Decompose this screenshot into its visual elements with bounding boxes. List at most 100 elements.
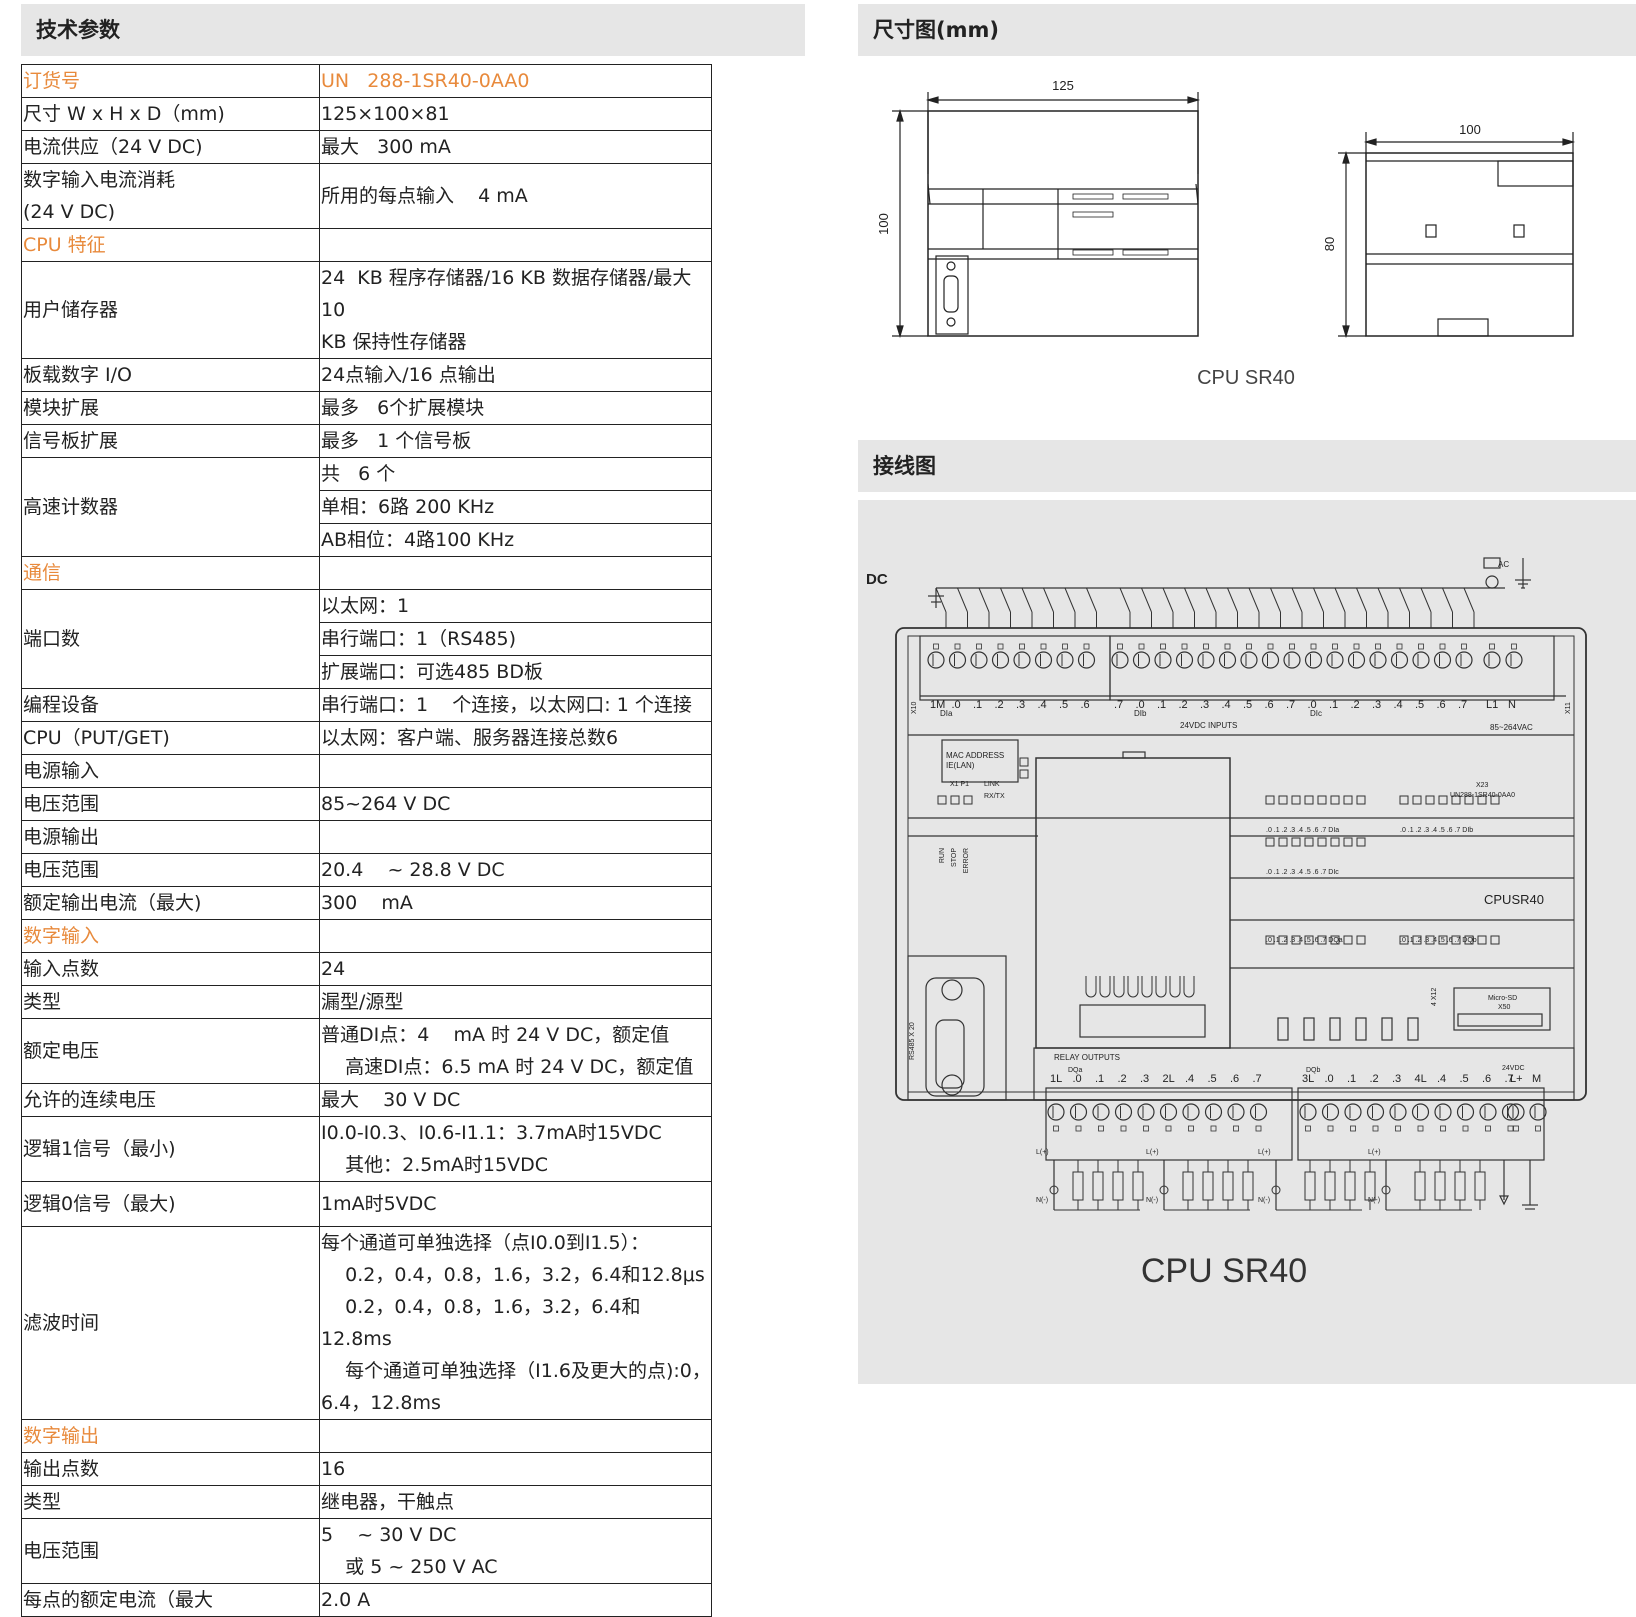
spec-value: I0.0-I0.3、I0.6-I1.1：3.7mA时15VDC 其他：2.5mA… (319, 1116, 712, 1182)
led-dqa (1265, 935, 1275, 945)
spec-row: 数字输出 (21, 1419, 712, 1453)
led-dia (1343, 795, 1353, 805)
spec-value: 普通DI点：4 mA 时 24 V DC，额定值 高速DI点：6.5 mA 时 … (319, 1018, 712, 1084)
spec-row: 允许的连续电压最大 30 V DC (21, 1083, 712, 1117)
nminus-label: N(-) (1036, 1197, 1048, 1204)
load-resistor (1474, 1171, 1486, 1201)
output-terminal-label: 2L (1163, 1073, 1175, 1085)
terminal-square (1461, 643, 1467, 650)
load-resistor (1242, 1171, 1254, 1201)
microsd-label: Micro-SD (1488, 995, 1517, 1002)
input-screw-terminal (1283, 651, 1301, 669)
terminal-square (1289, 643, 1295, 650)
spec-value: 125×100×81 (319, 97, 712, 131)
terminal-square (1535, 1125, 1541, 1132)
output-screw-terminal (1249, 1103, 1268, 1121)
wiring-diagram-svg: 1M.0.1.2.3.4.5.6.7.0.1.2.3.4.5.6.7.0.1.2… (866, 557, 1587, 1290)
spec-value: 最多 6个扩展模块 (319, 391, 712, 425)
led-dqa (1330, 935, 1340, 945)
load-resistor (1364, 1171, 1376, 1201)
led-dic (1291, 837, 1301, 847)
input-terminal-label: .4 (1394, 699, 1403, 711)
input-switch (1248, 587, 1260, 613)
spec-row: 类型漏型/源型 (21, 985, 712, 1019)
spec-key: 端口数 (21, 589, 320, 689)
spec-value: UN 288-1SR40-0AA0 (319, 64, 712, 98)
spec-key: 额定输出电流（最大) (21, 886, 320, 920)
spec-key: 类型 (21, 985, 320, 1019)
terminal-square (933, 643, 939, 650)
spec-value (319, 228, 712, 262)
spec-value: 24点输入/16 点输出 (319, 358, 712, 392)
wiring-diagram: 1M.0.1.2.3.4.5.6.7.0.1.2.3.4.5.6.7.0.1.2… (858, 500, 1636, 1384)
terminal-square (1143, 1125, 1149, 1132)
output-terminal-label: .0 (1325, 1073, 1334, 1085)
spec-value: 共 6 个 (319, 457, 712, 491)
spec-key: 每点的额定电流（最大 (21, 1583, 320, 1617)
input-screw-terminal (991, 651, 1010, 669)
terminal-square (1372, 1125, 1379, 1132)
input-terminal-label: .1 (1157, 699, 1166, 711)
input-terminal-label: 1M (930, 699, 945, 711)
input-screw-terminal (1132, 651, 1151, 669)
input-screw-terminal (1326, 651, 1344, 669)
load-resistor (1344, 1171, 1356, 1201)
ac-label: AC (1498, 560, 1509, 569)
nminus-label: N(-) (1146, 1197, 1158, 1204)
input-screw-terminal (1433, 651, 1452, 669)
spec-value: 以太网：客户端、服务器连接总数6 (319, 721, 712, 755)
output-terminal-label: .2 (1118, 1073, 1127, 1085)
spec-key: 电源输出 (21, 820, 320, 854)
spec-row: CPU（PUT/GET)以太网：客户端、服务器连接总数6 (21, 721, 712, 755)
input-screw-terminal (1412, 651, 1430, 669)
led-dib (1451, 795, 1461, 805)
input-terminal-label: .2 (1179, 699, 1188, 711)
terminal-square (1511, 643, 1517, 650)
input-terminal-label: L1 (1486, 699, 1498, 711)
spec-value: 单相：6路 200 KHz (319, 490, 712, 524)
run-label: RUN (939, 848, 946, 863)
spec-row: 额定电压普通DI点：4 mA 时 24 V DC，额定值 高速DI点：6.5 m… (21, 1018, 712, 1084)
load-resistor (1182, 1171, 1194, 1201)
lplus-label: L(+) (1368, 1149, 1381, 1156)
terminal-square (1053, 1125, 1059, 1132)
input-terminal-label: .0 (1308, 699, 1317, 711)
output-screw-terminal (1344, 1103, 1362, 1121)
spec-row: CPU 特征 (21, 228, 712, 262)
dim-depth-height-label: 80 (1322, 237, 1337, 251)
spec-value: 所用的每点输入 4 mA (319, 163, 712, 229)
spec-row: 单相：6路 200 KHz (22, 490, 712, 524)
link-led (1019, 757, 1029, 767)
input-terminal-label: .6 (1437, 699, 1446, 711)
terminal-square (1062, 643, 1068, 650)
output-screw-terminal (1389, 1103, 1407, 1121)
lplus-label: L(+) (1036, 1149, 1049, 1156)
terminal-square (1098, 1125, 1104, 1132)
spec-key: 用户储存器 (21, 261, 320, 359)
group-dia-label: DIa (940, 709, 953, 718)
output-screw-terminal (1092, 1103, 1110, 1121)
led-dia (1278, 795, 1288, 805)
spec-value: 串行端口：1 个连接，以太网口: 1 个连接 (319, 688, 712, 722)
input-switch (1227, 587, 1238, 613)
input-terminal-label: .1 (1329, 699, 1338, 711)
spec-key: 输入点数 (21, 952, 320, 986)
output-terminal-label: .4 (1185, 1073, 1194, 1085)
terminal-square (1418, 643, 1424, 650)
input-screw-terminal (1483, 651, 1501, 669)
stop-label: STOP (951, 848, 958, 867)
terminal-square (976, 643, 982, 650)
spec-key: 订货号 (21, 64, 320, 98)
output-terminal-label: .7 (1253, 1073, 1262, 1085)
spec-key: 尺寸 W x H x D（mm) (21, 97, 320, 131)
spec-key: 额定电压 (21, 1018, 320, 1084)
output-terminal-label: L+ (1510, 1073, 1523, 1085)
led-dqb (1490, 935, 1500, 945)
terminal-square (1439, 643, 1446, 650)
terminal-square (1210, 1125, 1217, 1132)
input-switch (1000, 587, 1011, 613)
terminal-square (1332, 643, 1338, 650)
output-terminal-label: .1 (1347, 1073, 1356, 1085)
